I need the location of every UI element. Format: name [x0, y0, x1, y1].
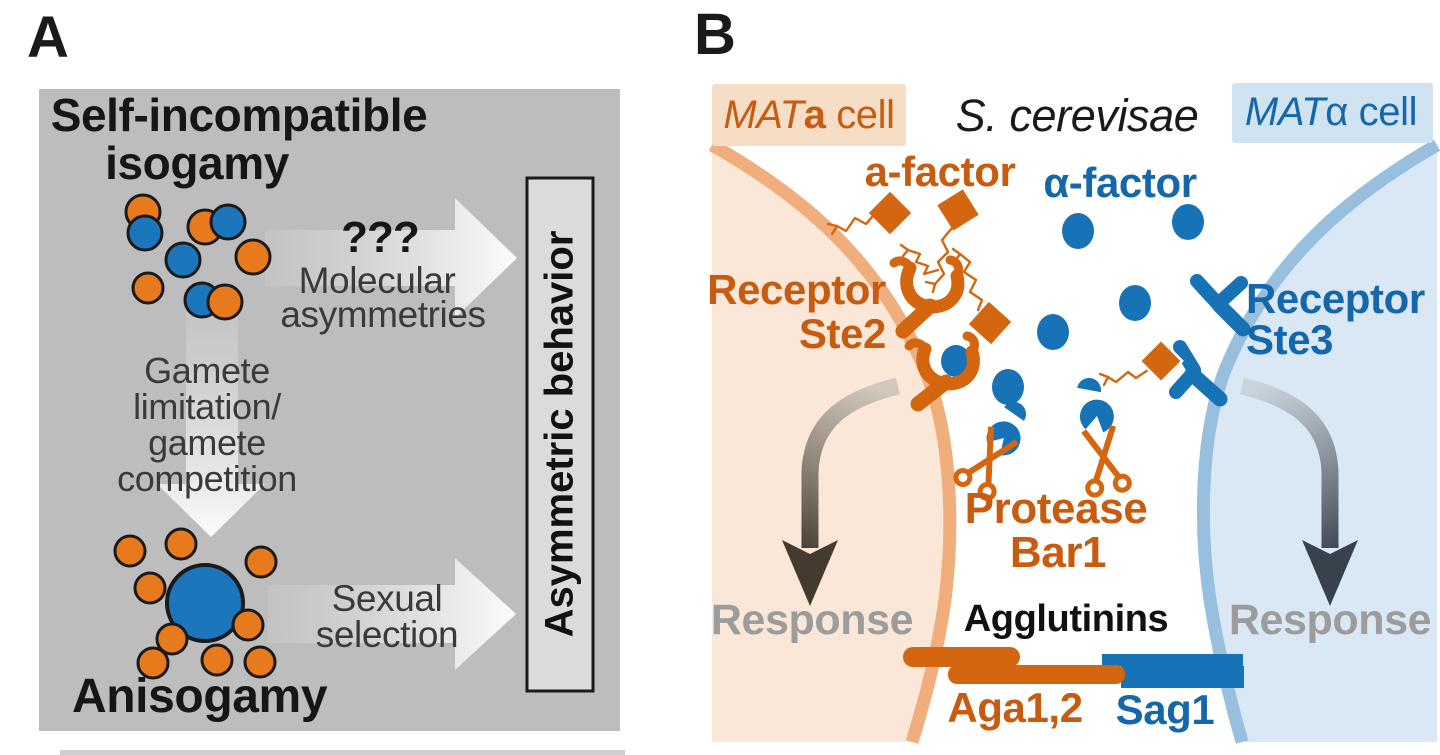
matalpha-suffix: cell — [1347, 90, 1418, 134]
mata-suffix: cell — [825, 93, 895, 137]
response-label-right: Response — [1228, 596, 1432, 644]
arrowhead — [782, 540, 838, 606]
protease-scissors-icon — [953, 424, 1132, 502]
gamete-limitation-line2: limitation/ — [133, 386, 281, 427]
gamete-limitation-line3: gamete — [148, 422, 266, 463]
arrow-molecular-right — [265, 198, 517, 318]
arrowhead — [1302, 540, 1358, 606]
bound-a-factor-diamond — [1138, 338, 1184, 384]
receptor-ste3-bound — [1138, 338, 1228, 407]
protease-label-line2: Bar1 — [1009, 528, 1107, 577]
agglutinin-aga12-bar — [903, 647, 1125, 684]
agglutinin-sag1-bar — [1102, 654, 1244, 688]
molecular-asymmetries-line1: Molecular — [298, 260, 456, 301]
isogamy-gametes — [124, 193, 272, 321]
isogamy-title-line2: isogamy — [105, 137, 289, 189]
egg-large-blue — [165, 563, 245, 643]
response-arrow-left — [782, 377, 901, 606]
agglutinins-label: Agglutinins — [963, 598, 1169, 640]
receptor-ste3-label-line1: Receptor — [1246, 275, 1425, 322]
receptor-ste2-unbound — [889, 255, 965, 339]
gamete-blue — [164, 241, 202, 279]
asymmetric-behavior-label: Asymmetric behavior — [537, 230, 582, 638]
a-factor-lipid-tails — [826, 208, 1150, 387]
asymmetric-behavior-box — [525, 176, 595, 693]
response-arrow-right — [1239, 377, 1358, 606]
sexual-selection-line2: selection — [315, 614, 459, 655]
receptor-ste2-label-line2: Ste2 — [798, 310, 887, 357]
gamete-blue — [209, 203, 247, 241]
matalpha-cell-badge: MATα cell — [1244, 90, 1418, 134]
mata-gene: MAT — [723, 93, 804, 137]
species-title: S. cerevisae — [955, 90, 1199, 141]
matalpha-badge-bg — [1232, 83, 1433, 143]
gamete-limitation-line4: competition — [117, 458, 297, 499]
mata-cell-body — [712, 145, 950, 742]
gamete-orange — [234, 238, 272, 276]
mata-allele: a — [803, 93, 826, 137]
anisogamy-label: Anisogamy — [72, 670, 328, 723]
gamete-orange — [206, 283, 244, 321]
anisogamy-cluster — [113, 527, 278, 680]
molecular-asymmetries-line2: asymmetries — [280, 294, 486, 335]
receptor-ste2-label-line1: Receptor — [707, 266, 886, 313]
response-label-left: Response — [710, 596, 914, 644]
mata-badge-bg — [712, 84, 906, 146]
a-factor-label: a-factor — [864, 148, 1016, 195]
arrow-gamete-down — [157, 296, 265, 537]
sperm-small-orange — [113, 527, 278, 680]
arrow-sexual-right — [268, 558, 516, 670]
receptor-ste3-unbound — [1190, 274, 1251, 337]
question-marks: ??? — [341, 213, 420, 262]
sag1-label: Sag1 — [1115, 686, 1215, 733]
aga12-label: Aga1,2 — [947, 684, 1083, 731]
receptor-ste2-bound — [904, 331, 980, 412]
bound-alpha-factor-dot — [941, 345, 971, 377]
mata-cell-badge: MATa cell — [723, 93, 895, 137]
gamete-limitation-line1: Gamete — [144, 350, 270, 391]
gamete-orange — [131, 271, 165, 305]
protease-label-line1: Protease — [964, 484, 1148, 533]
panel-a-label: A — [27, 5, 69, 70]
bottom-crop-strip — [60, 750, 625, 755]
matalpha-gene: MAT — [1244, 90, 1326, 134]
alpha-factor-dots — [992, 204, 1204, 405]
receptor-ste3-label-line2: Ste3 — [1246, 316, 1334, 363]
matalpha-allele: α — [1325, 90, 1348, 134]
isogamy-title-line1: Self-incompatible — [50, 89, 428, 141]
alpha-factor-label: α-factor — [1043, 159, 1197, 206]
gamete-blue — [126, 214, 164, 252]
panel-b-label: B — [694, 2, 736, 67]
sexual-selection-line1: Sexual — [331, 578, 443, 619]
